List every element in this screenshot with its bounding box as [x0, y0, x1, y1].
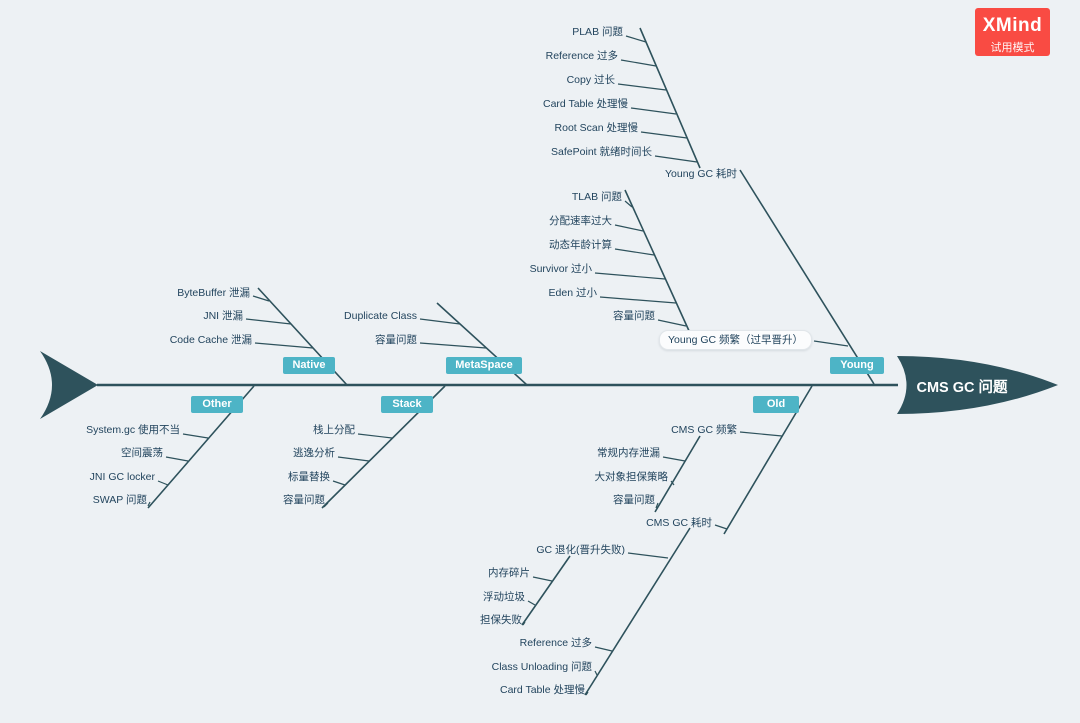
topic-young-gc-frequent[interactable]: Young GC 频繁（过早晋升） — [659, 330, 812, 350]
topic-capacity-old[interactable]: 容量问题 — [613, 494, 655, 506]
topic-jni-leak[interactable]: JNI 泄漏 — [203, 310, 243, 322]
topic-cms-gc-frequent[interactable]: CMS GC 频繁 — [671, 424, 737, 436]
old-branch-lines — [521, 385, 813, 696]
topic-root-scan[interactable]: Root Scan 处理慢 — [554, 122, 638, 134]
xmind-trial-badge[interactable]: XMind 试用模式 — [975, 8, 1050, 56]
topic-escape-analysis[interactable]: 逃逸分析 — [293, 447, 335, 459]
topic-eden-small[interactable]: Eden 过小 — [548, 287, 597, 299]
topic-space-oscillation[interactable]: 空间震荡 — [121, 447, 163, 459]
topic-system-gc[interactable]: System.gc 使用不当 — [86, 424, 180, 436]
topic-capacity-stack[interactable]: 容量问题 — [283, 494, 325, 506]
topic-memory-leak[interactable]: 常规内存泄漏 — [597, 447, 660, 459]
topic-code-cache-leak[interactable]: Code Cache 泄漏 — [169, 334, 252, 346]
fishbone-head-title[interactable]: CMS GC 问题 — [916, 380, 1008, 396]
branch-box-other[interactable]: Other — [191, 396, 243, 413]
topic-copy-long[interactable]: Copy 过长 — [566, 74, 615, 86]
topic-card-table-old[interactable]: Card Table 处理慢 — [499, 684, 585, 696]
topic-cms-gc-duration[interactable]: CMS GC 耗时 — [646, 517, 712, 529]
topic-card-table-young[interactable]: Card Table 处理慢 — [542, 98, 628, 110]
topic-capacity-young[interactable]: 容量问题 — [613, 310, 655, 322]
branch-box-native[interactable]: Native — [283, 357, 335, 374]
trial-mode-label: 试用模式 — [990, 42, 1035, 54]
branch-box-old[interactable]: Old — [753, 396, 799, 413]
branch-box-metaspace[interactable]: MetaSpace — [446, 357, 522, 374]
branch-box-young[interactable]: Young — [830, 357, 884, 374]
topic-tlab[interactable]: TLAB 问题 — [571, 191, 622, 203]
young-branch-lines — [594, 27, 875, 385]
topic-class-unloading[interactable]: Class Unloading 问题 — [491, 661, 592, 673]
topic-safepoint[interactable]: SafePoint 就绪时间长 — [551, 146, 652, 158]
topic-young-gc-duration[interactable]: Young GC 耗时 — [665, 168, 737, 180]
topic-survivor-small[interactable]: Survivor 过小 — [529, 263, 592, 275]
topic-dynamic-age[interactable]: 动态年龄计算 — [549, 239, 612, 251]
topic-bytebuffer-leak[interactable]: ByteBuffer 泄漏 — [177, 287, 250, 299]
topic-memory-fragment[interactable]: 内存碎片 — [488, 567, 530, 579]
topic-gc-degradation[interactable]: GC 退化(晋升失败) — [536, 544, 625, 556]
topic-alloc-rate[interactable]: 分配速率过大 — [549, 215, 612, 227]
topic-guarantee-failure[interactable]: 担保失败 — [480, 614, 522, 626]
branch-box-stack[interactable]: Stack — [381, 396, 433, 413]
topic-stack-alloc[interactable]: 栈上分配 — [313, 424, 355, 436]
topic-plab[interactable]: PLAB 问题 — [572, 26, 623, 38]
topic-floating-garbage[interactable]: 浮动垃圾 — [483, 591, 525, 603]
xmind-logo-text: XMind — [982, 15, 1043, 36]
fish-tail-shape[interactable] — [40, 351, 98, 419]
topic-swap[interactable]: SWAP 问题 — [92, 494, 147, 506]
topic-reference-young[interactable]: Reference 过多 — [545, 50, 618, 62]
topic-jni-gc-locker[interactable]: JNI GC locker — [89, 471, 155, 483]
topic-capacity-metaspace[interactable]: 容量问题 — [375, 334, 417, 346]
fish-head-shape[interactable] — [897, 356, 1058, 414]
topic-duplicate-class[interactable]: Duplicate Class — [344, 310, 417, 322]
topic-scalar-replace[interactable]: 标量替换 — [288, 471, 330, 483]
topic-large-object-guarantee[interactable]: 大对象担保策略 — [594, 471, 669, 483]
topic-reference-old[interactable]: Reference 过多 — [519, 637, 592, 649]
